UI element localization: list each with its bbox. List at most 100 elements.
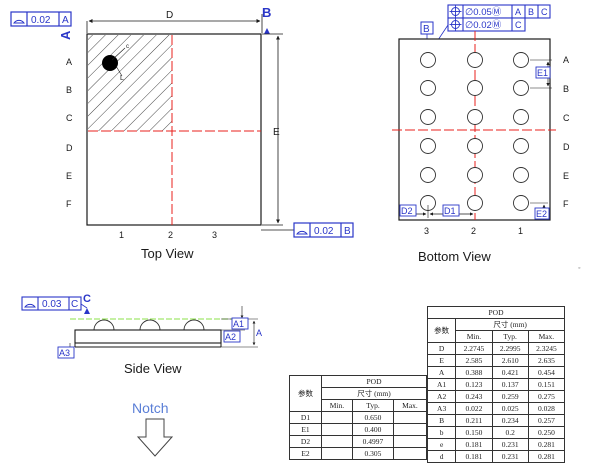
- cell-param: D: [426, 342, 457, 355]
- bottom-row-d: D: [563, 142, 570, 152]
- top-side-fcf-value: 0.02: [314, 226, 334, 237]
- cell-param: b: [426, 426, 457, 439]
- cell-typ: 0.4997: [352, 435, 394, 448]
- cell-typ: 0.231: [491, 438, 529, 451]
- bottom-fcf-1: ∅0.05Ⓜ A B C: [447, 4, 551, 19]
- cell-typ: 0.025: [491, 402, 529, 415]
- ball: [420, 138, 436, 154]
- cell-typ: 0.2: [491, 426, 529, 439]
- cell-param: B: [426, 414, 457, 427]
- table-header: POD: [427, 306, 565, 319]
- pin1-marker: [102, 55, 118, 71]
- bottom-row-f: F: [563, 199, 569, 209]
- datum-c-label: C: [83, 293, 91, 305]
- size-header: 尺寸 (mm): [455, 318, 565, 331]
- ball: [467, 109, 483, 125]
- side-view: 0.03 C C A1 A2 A A3 Side View: [21, 293, 262, 376]
- dim-a1-label: A1: [233, 319, 244, 329]
- col-min: Min.: [320, 399, 354, 412]
- bottom-fcf-1-datum-a: A: [515, 7, 521, 17]
- ball: [467, 52, 483, 68]
- dim-a2-label: A2: [225, 332, 236, 342]
- datum-b-label: B: [262, 5, 271, 20]
- cell-param: D1: [289, 411, 322, 424]
- top-flatness-value: 0.02: [31, 15, 51, 26]
- ball: [513, 138, 529, 154]
- cell-param: d: [426, 450, 457, 463]
- cell-typ: 0.650: [352, 411, 394, 424]
- cell-min: 2.2745: [455, 342, 493, 355]
- table-header: POD: [320, 375, 428, 388]
- ball: [420, 167, 436, 183]
- bottom-fcf-1-datum-c: C: [541, 7, 548, 17]
- bottom-row-a: A: [563, 55, 569, 65]
- top-col-2: 2: [168, 230, 173, 240]
- dim-e1-label: E1: [537, 68, 548, 78]
- top-hatched-area: [88, 35, 172, 131]
- cell-max: [392, 435, 428, 448]
- dim-e-label: E: [273, 127, 280, 138]
- dim-e2-label: E2: [536, 209, 547, 219]
- side-fcf-datum: C: [71, 299, 78, 310]
- corner-l-label: L: [120, 75, 124, 82]
- cell-max: 0.275: [527, 390, 566, 403]
- col-typ: Typ.: [352, 399, 394, 412]
- bottom-col-1: 1: [518, 226, 523, 236]
- bottom-view-title: Bottom View: [418, 249, 491, 264]
- cell-min: [320, 411, 354, 424]
- col-max: Max.: [527, 330, 566, 343]
- top-flatness-fcf: 0.02 A: [10, 11, 72, 27]
- bottom-fcf-2-value: ∅0.02Ⓜ: [465, 20, 502, 31]
- notch-indicator: Notch: [132, 400, 174, 457]
- notch-label: Notch: [132, 400, 169, 416]
- dim-a-label: A: [256, 328, 262, 338]
- ball: [420, 80, 436, 96]
- cell-max: 0.281: [527, 438, 566, 451]
- col-typ: Typ.: [491, 330, 529, 343]
- cell-param: e: [426, 438, 457, 451]
- ball: [467, 80, 483, 96]
- ball: [420, 109, 436, 125]
- cell-param: E1: [289, 423, 322, 436]
- side-fcf-value: 0.03: [42, 299, 62, 310]
- cell-min: 2.585: [455, 354, 493, 367]
- bottom-fcf-1-datum-b: B: [528, 7, 534, 17]
- cell-min: 0.150: [455, 426, 493, 439]
- top-row-b: B: [66, 85, 72, 95]
- cell-typ: 2.610: [491, 354, 529, 367]
- dim-b-label: B: [423, 24, 430, 35]
- cell-max: 2.3245: [527, 342, 566, 355]
- dim-a3-label: A3: [59, 348, 70, 358]
- cell-param: A1: [426, 378, 457, 391]
- side-view-title: Side View: [124, 361, 182, 376]
- top-row-d: D: [66, 143, 73, 153]
- cell-typ: 0.234: [491, 414, 529, 427]
- bottom-col-2: 2: [471, 226, 476, 236]
- cell-typ: 0.305: [352, 447, 394, 460]
- top-row-f: F: [66, 199, 72, 209]
- top-col-3: 3: [212, 230, 217, 240]
- cell-min: [320, 447, 354, 460]
- bottom-fcf-2-datum-c: C: [515, 20, 522, 30]
- cell-max: [392, 411, 428, 424]
- cell-max: 0.257: [527, 414, 566, 427]
- bottom-view: ∅0.05Ⓜ A B C ∅0.02Ⓜ C B: [392, 4, 570, 264]
- ball: [513, 167, 529, 183]
- side-package-body: [74, 329, 222, 344]
- cell-param: A: [426, 366, 457, 379]
- side-fcf: 0.03 C: [21, 296, 82, 311]
- cell-max: 0.454: [527, 366, 566, 379]
- top-side-fcf: 0.02 B: [293, 222, 354, 238]
- cell-max: 2.635: [527, 354, 566, 367]
- param-header: 参数: [426, 318, 457, 343]
- bottom-fcf-2: ∅0.02Ⓜ C: [447, 17, 526, 32]
